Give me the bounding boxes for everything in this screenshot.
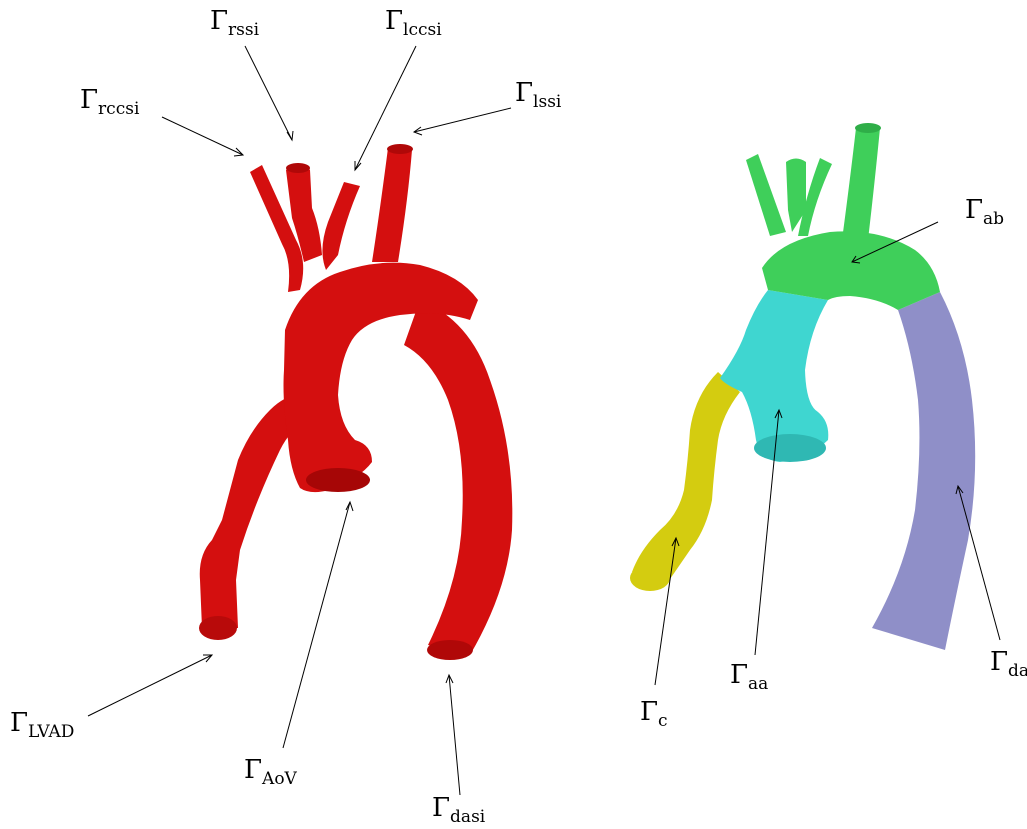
segment-c — [632, 372, 740, 582]
label-ab: Γab — [965, 195, 1004, 229]
dasi-outlet — [427, 640, 473, 660]
lvad-outlet — [199, 616, 237, 640]
lssi-branch — [372, 148, 412, 262]
label-rssi: Γrssi — [210, 6, 260, 40]
segment-ab-branch-1 — [746, 154, 786, 236]
label-aov: ΓAoV — [244, 755, 298, 789]
label-dasi: Γdasi — [432, 793, 486, 827]
label-rccsi: Γrccsi — [80, 85, 140, 119]
aov-outlet — [306, 468, 370, 492]
lccsi-branch — [322, 182, 360, 270]
segment-c-outlet — [630, 565, 670, 591]
segment-aa-outlet — [754, 434, 826, 462]
label-da: Γda — [990, 647, 1027, 681]
left-aorta-model — [199, 144, 512, 660]
segment-da — [872, 292, 975, 650]
rssi-outlet — [286, 163, 310, 173]
segment-ab-outlet — [855, 123, 881, 133]
descending-aorta — [404, 300, 512, 655]
label-lvad: ΓLVAD — [10, 708, 74, 742]
right-aorta-model — [630, 123, 975, 650]
label-lssi: Γlssi — [515, 78, 562, 112]
lssi-outlet — [387, 144, 413, 154]
label-c: Γc — [640, 697, 668, 731]
label-lccsi: Γlccsi — [385, 6, 442, 40]
label-aa: Γaa — [730, 660, 768, 694]
segment-ab-branch-4 — [842, 128, 880, 240]
